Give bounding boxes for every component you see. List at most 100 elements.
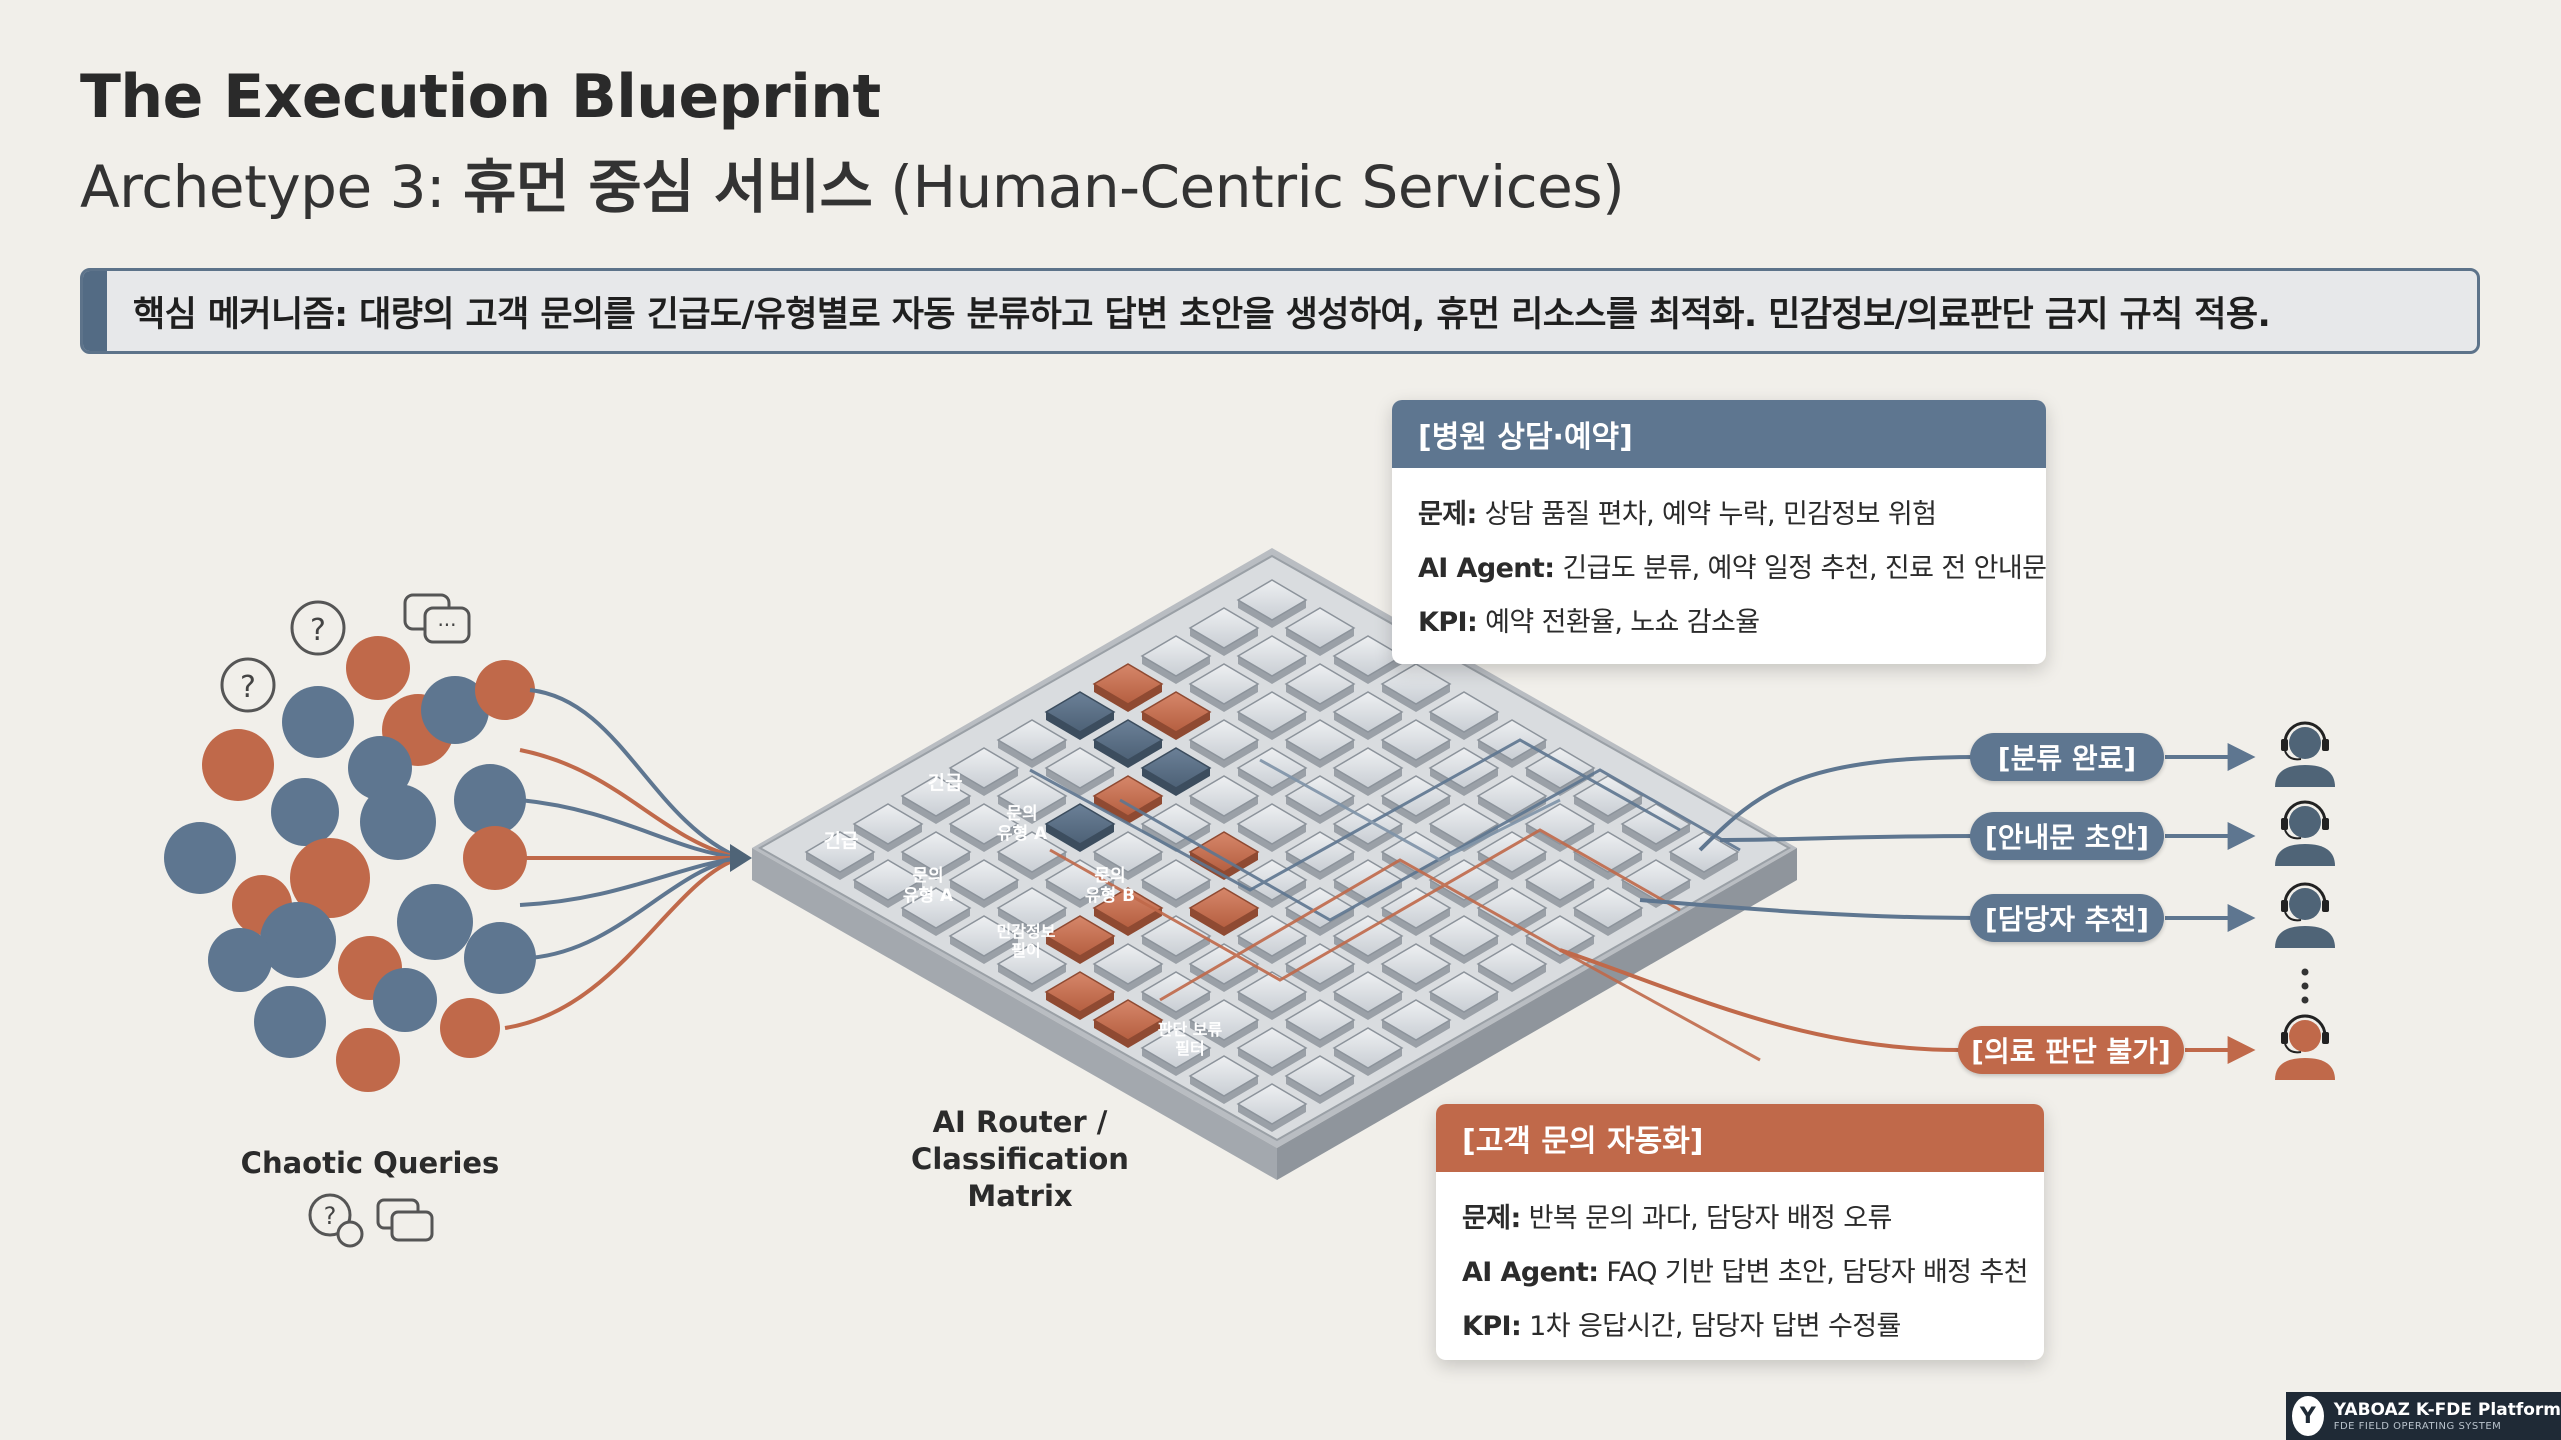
tile [1188, 1055, 1260, 1097]
tile-side [1238, 656, 1306, 684]
tile-label-line: 문의 [912, 866, 944, 886]
tile [1380, 663, 1452, 705]
tile-side [1094, 796, 1162, 824]
value-problem: 상담 품질 편차, 예약 누락, 민감정보 위험 [1476, 499, 1937, 530]
tile-side [1094, 1020, 1162, 1048]
tile [1380, 999, 1452, 1041]
badge-text: YABOAZ K-FDE Platform FDE FIELD OPERATIN… [2334, 1400, 2561, 1433]
label-problem: 문제: [1418, 499, 1477, 530]
caption-line: Classification [911, 1142, 1129, 1176]
tile-side [1190, 628, 1258, 656]
vertical-ellipsis-icon [2301, 968, 2309, 1004]
card-body: 문제: 상담 품질 편차, 예약 누락, 민감정보 위험 AI Agent: 긴… [1392, 468, 2046, 660]
tile-side [1142, 1048, 1210, 1076]
tile-side [1238, 768, 1306, 796]
tile-side [1142, 768, 1210, 796]
tile-slate [1044, 691, 1116, 733]
value-problem: 반복 문의 과다, 담당자 배정 오류 [1520, 1203, 1893, 1234]
tile [1236, 691, 1308, 733]
tile [1380, 719, 1452, 761]
tile-side [1382, 684, 1450, 712]
tile [1284, 999, 1356, 1041]
tile-orange [1092, 775, 1164, 817]
tile [1140, 915, 1212, 957]
tile [1332, 1027, 1404, 1069]
subtitle-prefix: Archetype 3: [80, 153, 463, 221]
tile [852, 803, 924, 845]
query-bubbles [164, 636, 536, 1092]
tile-side [1334, 1048, 1402, 1076]
card-kpi: KPI: 예약 전환율, 노쇼 감소율 [1418, 596, 2020, 650]
tile [1428, 915, 1500, 957]
tile-side [1046, 936, 1114, 964]
tile-orange [1044, 915, 1116, 957]
platform-badge: Y YABOAZ K-FDE Platform FDE FIELD OPERAT… [2286, 1392, 2561, 1440]
svg-text:?: ? [310, 613, 326, 648]
svg-text:?: ? [240, 670, 256, 705]
headset-agent-icon [2275, 882, 2335, 948]
tile [996, 775, 1068, 817]
tile-orange [1140, 691, 1212, 733]
tile-side [1238, 936, 1306, 964]
tile [1284, 719, 1356, 761]
caption-line: Matrix [967, 1179, 1073, 1213]
subtitle-suffix: (Human-Centric Services) [872, 153, 1625, 221]
tile [1140, 859, 1212, 901]
tile-side [1046, 824, 1114, 852]
tile-label-line: 필터 [1175, 1039, 1205, 1058]
label-problem: 문제: [1462, 1203, 1521, 1234]
output-arrows [2165, 743, 2256, 1064]
tile-side [1286, 1020, 1354, 1048]
value-agent: FAQ 기반 답변 초안, 담당자 배정 추천 [1598, 1257, 2028, 1288]
tile-side [950, 880, 1018, 908]
tile [1428, 747, 1500, 789]
tile-slate [1044, 803, 1116, 845]
tile-side [1334, 656, 1402, 684]
tile [804, 831, 876, 873]
tile-side [1526, 880, 1594, 908]
tile-orange [1092, 999, 1164, 1041]
tile-side [1238, 880, 1306, 908]
tile-side [1334, 936, 1402, 964]
tile [1236, 803, 1308, 845]
tile [1092, 943, 1164, 985]
card-header: [병원 상담·예약] [1392, 400, 2046, 468]
tile [1476, 719, 1548, 761]
tile [1140, 803, 1212, 845]
tile-side [1286, 1076, 1354, 1104]
headset-agent-icon [2275, 721, 2335, 787]
label-kpi: KPI: [1462, 1311, 1522, 1342]
tile [1620, 859, 1692, 901]
tile-side [1430, 712, 1498, 740]
label-kpi: KPI: [1418, 607, 1478, 638]
tile [1476, 887, 1548, 929]
output-lines [1559, 755, 1981, 1052]
banner-accent-bar [83, 271, 107, 351]
card-problem: 문제: 상담 품질 편차, 예약 누락, 민감정보 위험 [1418, 488, 2020, 542]
tile [1380, 943, 1452, 985]
tile-side [1238, 992, 1306, 1020]
tile [1428, 691, 1500, 733]
tile-side [1286, 684, 1354, 712]
page-title: The Execution Blueprint [80, 62, 881, 132]
tile-side [1238, 600, 1306, 628]
tile [1668, 831, 1740, 873]
tile-side [998, 964, 1066, 992]
tile [996, 887, 1068, 929]
tile-label-line: 유형 A [996, 824, 1048, 844]
tile [1284, 607, 1356, 649]
tile-side [1526, 824, 1594, 852]
card-header: [고객 문의 자동화] [1436, 1104, 2044, 1172]
tile-side [1382, 908, 1450, 936]
tile-side [998, 796, 1066, 824]
tile-side [1574, 796, 1642, 824]
tile-side [1334, 880, 1402, 908]
tile-side [1094, 964, 1162, 992]
tile [1524, 915, 1596, 957]
output-pill-classified: [분류 완료] [1970, 733, 2164, 781]
tile-side [1190, 740, 1258, 768]
tile-side [1286, 852, 1354, 880]
tile-side [1094, 740, 1162, 768]
